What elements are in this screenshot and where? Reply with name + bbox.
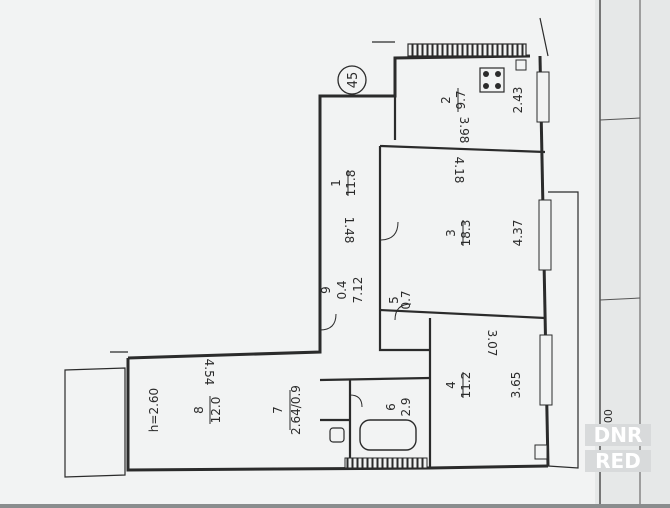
room-1-number: 1	[329, 179, 343, 187]
room-5-number: 5	[387, 296, 401, 304]
room-9-area: 0.4	[335, 280, 349, 299]
dim-3-65: 3.65	[509, 372, 523, 399]
paper-margin	[595, 0, 670, 504]
apartment-circle	[337, 65, 367, 95]
room-3-area: 18.3	[459, 220, 473, 247]
watermark-box-2	[585, 450, 651, 472]
windows	[534, 71, 553, 460]
dim-3-98: 3.98	[457, 117, 471, 144]
toilet-icon	[329, 427, 345, 443]
sink-icon	[515, 59, 527, 71]
dim-1-48: 1.48	[342, 217, 356, 244]
apartment-number: 45	[346, 72, 361, 89]
room-7-area: 2.64/0.9	[289, 385, 303, 435]
watermark-line1: DNR	[594, 423, 643, 447]
room-4-area: 11.2	[459, 372, 473, 399]
room-4-number: 4	[444, 381, 458, 389]
room-7-number: 7	[271, 406, 285, 414]
stove-icon	[479, 67, 505, 93]
doors	[319, 221, 412, 408]
room-2-number: 2	[439, 96, 453, 104]
dimension-labels: 4.54 1.48 7.12 3.98 2.43 4.18 4.37 3.07 …	[202, 87, 525, 399]
room-2-area: 9.7	[454, 90, 468, 109]
break-line	[539, 17, 549, 57]
dim-4-37: 4.37	[511, 220, 525, 247]
dim-7-12: 7.12	[351, 277, 365, 304]
dim-2-43: 2.43	[511, 87, 525, 114]
ceiling-height: h=2.60	[147, 388, 161, 432]
watermark-box-1	[585, 424, 651, 446]
facade-outline	[547, 191, 579, 469]
label-rules	[209, 88, 464, 430]
dim-4-18: 4.18	[452, 157, 466, 184]
room-5-area: 0.7	[399, 290, 413, 309]
watermark-line2: RED	[595, 449, 641, 473]
room-8-number: 8	[192, 406, 206, 414]
room-6-number: 6	[384, 403, 398, 411]
bathtub-icon	[359, 419, 417, 451]
dim-4-54: 4.54	[202, 359, 216, 386]
balcony-wall-hatched	[407, 43, 527, 57]
room-6-area: 2.9	[399, 397, 413, 416]
wall-hatched	[344, 457, 428, 469]
balcony-outline	[64, 367, 126, 478]
room-1-area: 11.8	[344, 170, 358, 197]
inner-walls	[319, 58, 546, 468]
frame-divider	[599, 297, 641, 301]
stove-burners	[483, 71, 501, 89]
room-8-area: 12.0	[209, 397, 223, 424]
room-9-number: 9	[319, 286, 333, 294]
watermark: DNR RED	[585, 423, 651, 473]
room-3-number: 3	[444, 229, 458, 237]
dim-3-07: 3.07	[485, 330, 499, 357]
frame-divider	[599, 117, 641, 121]
